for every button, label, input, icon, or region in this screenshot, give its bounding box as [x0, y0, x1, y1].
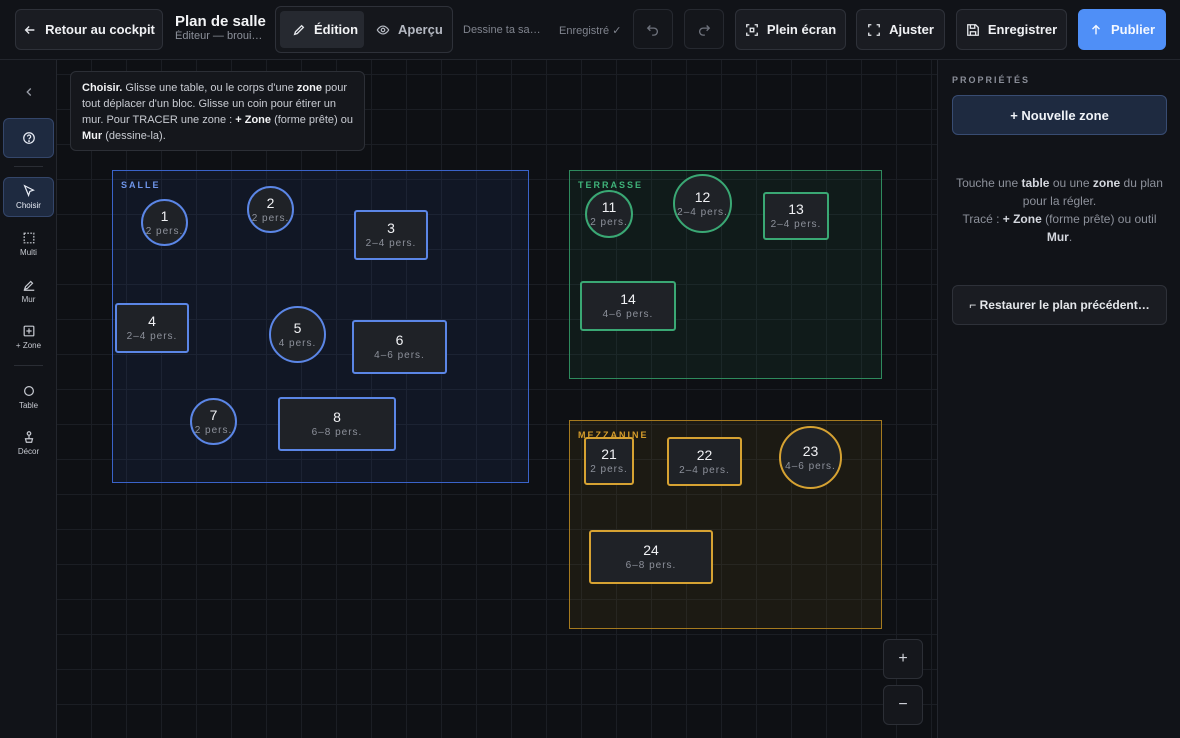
- cursor-icon: [22, 184, 35, 198]
- collapse-sidebar-button[interactable]: [3, 82, 54, 102]
- tool-multi[interactable]: Multi: [3, 225, 54, 263]
- expand-icon: [868, 23, 880, 36]
- mode-switch: Édition Aperçu: [275, 6, 453, 53]
- undo-button[interactable]: [633, 9, 673, 49]
- chevron-left-icon: [25, 88, 31, 96]
- help-tool-button[interactable]: [3, 118, 54, 158]
- zone-label: MEZZANINE: [578, 430, 649, 440]
- floor-plan-canvas[interactable]: Choisir. Glisse une table, ou le corps d…: [57, 60, 937, 738]
- eye-icon: [376, 24, 390, 35]
- help-circle-icon: [22, 132, 35, 144]
- toolbar-divider: [14, 166, 43, 167]
- zoom-in-button[interactable]: +: [883, 639, 923, 679]
- tool-add-zone[interactable]: + Zone: [3, 318, 54, 356]
- mode-preview-tab[interactable]: Aperçu: [364, 11, 450, 48]
- toolbar-divider: [14, 365, 43, 366]
- tool-sidebar: Choisir Multi Mur + Zone Table Décor: [0, 60, 57, 738]
- mode-edit-tab[interactable]: Édition: [280, 11, 364, 48]
- zone-label: TERRASSE: [578, 180, 644, 190]
- plus-square-icon: [23, 325, 34, 337]
- page-title-block: Plan de salle Éditeur — broui…: [175, 13, 270, 42]
- properties-panel: PROPRIÉTÉS + Nouvelle zone Touche une ta…: [937, 60, 1180, 738]
- plant-icon: [24, 431, 33, 443]
- tool-wall[interactable]: Mur: [3, 272, 54, 310]
- dashed-square-icon: [23, 232, 34, 244]
- fullscreen-icon: [745, 23, 758, 36]
- header-hint: Dessine ta sa…: [463, 24, 541, 36]
- pen-icon: [23, 280, 34, 291]
- back-label: Retour au cockpit: [45, 22, 155, 37]
- panel-heading: PROPRIÉTÉS: [952, 75, 1031, 85]
- undo-icon: [646, 25, 659, 36]
- redo-button[interactable]: [684, 9, 724, 49]
- panel-instructions: Touche une table ou une zone du plan pou…: [956, 176, 1163, 244]
- new-zone-button[interactable]: + Nouvelle zone: [952, 95, 1167, 135]
- zoom-out-button[interactable]: −: [883, 685, 923, 725]
- page-subtitle: Éditeur — broui…: [175, 30, 263, 42]
- restore-previous-plan-button[interactable]: ⌐ Restaurer le plan précédent…: [952, 285, 1167, 325]
- page-title: Plan de salle: [175, 13, 266, 30]
- tool-decor[interactable]: Décor: [3, 424, 54, 462]
- circle-icon: [23, 386, 34, 396]
- instructions-box: Choisir. Glisse une table, ou le corps d…: [70, 71, 365, 151]
- fit-button[interactable]: Ajuster: [856, 9, 945, 50]
- redo-icon: [698, 25, 711, 36]
- pencil-icon: [293, 24, 305, 35]
- publish-button[interactable]: Publier: [1078, 9, 1166, 50]
- save-button[interactable]: Enregistrer: [956, 9, 1067, 50]
- save-icon: [966, 23, 979, 36]
- tool-table[interactable]: Table: [3, 378, 54, 416]
- save-status: Enregistré ✓: [559, 25, 622, 37]
- arrow-up-icon: [1091, 24, 1100, 34]
- fullscreen-button[interactable]: Plein écran: [735, 9, 846, 50]
- top-bar: Retour au cockpit Plan de salle Éditeur …: [0, 0, 1180, 60]
- tool-select[interactable]: Choisir: [3, 177, 54, 217]
- zone-label: SALLE: [121, 180, 161, 190]
- back-to-cockpit-button[interactable]: Retour au cockpit: [15, 9, 163, 50]
- arrow-left-icon: [24, 25, 35, 34]
